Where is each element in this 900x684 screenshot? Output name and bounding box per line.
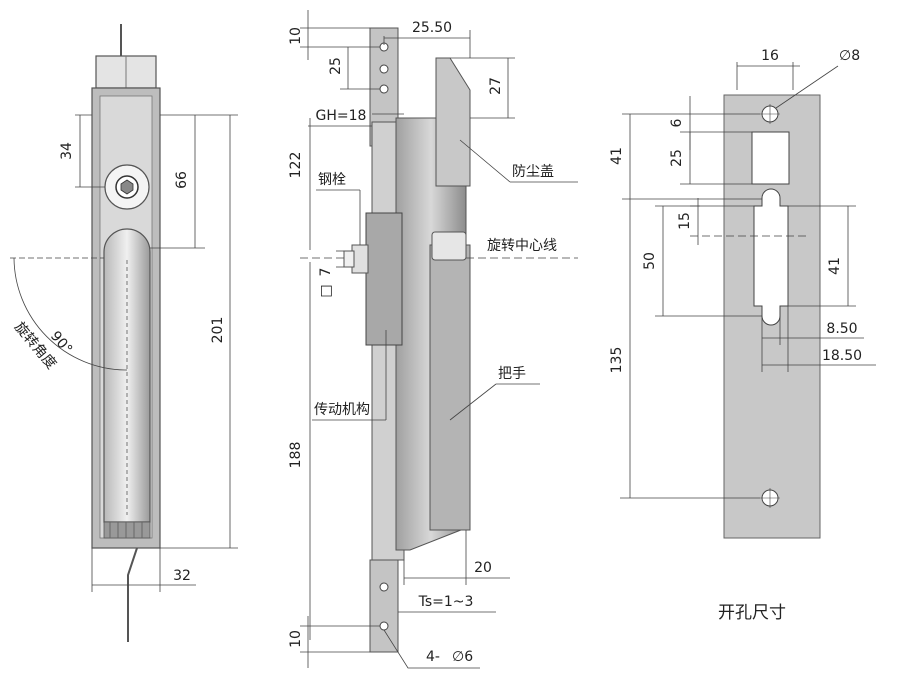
dim-27: 27 — [488, 77, 504, 95]
side-view: 10 25.50 25 27 GH=18 122 7 □ 188 2 — [288, 10, 578, 669]
rotation-angle-label: 旋转角度 — [11, 319, 59, 372]
dim-66: 66 — [174, 171, 190, 189]
dim-gh: GH=18 — [316, 108, 367, 124]
dim-135: 135 — [609, 347, 625, 374]
dim-16: 16 — [761, 48, 779, 64]
front-view: 34 66 201 32 90° 旋转角度 — [10, 24, 238, 642]
dim-122: 122 — [288, 152, 304, 179]
label-handle: 把手 — [498, 366, 526, 382]
transmission-block — [365, 212, 403, 346]
cutout-view: 16 ∅8 6 25 41 15 50 41 — [609, 48, 876, 623]
dim-32: 32 — [173, 568, 191, 584]
handle-shape — [429, 244, 471, 531]
dim-7: 7 — [318, 268, 334, 277]
dim-10-top: 10 — [288, 27, 304, 45]
dim-hole-diameter: ∅6 — [452, 649, 473, 665]
dim-201: 201 — [210, 317, 226, 344]
label-steel-bolt: 钢栓 — [318, 172, 346, 188]
dim-square-symbol: □ — [318, 284, 334, 297]
dim-hole-count: 4- — [426, 649, 440, 665]
label-rotation-center: 旋转中心线 — [487, 238, 557, 254]
label-transmission: 传动机构 — [314, 402, 370, 418]
dim-8-50: 8.50 — [826, 321, 857, 337]
dim-15: 15 — [677, 212, 693, 230]
dim-ts: Ts=1~3 — [418, 594, 474, 610]
dim-diameter-8: ∅8 — [839, 48, 860, 64]
label-dust-cover: 防尘盖 — [512, 164, 554, 180]
dim-25-side: 25 — [328, 57, 344, 75]
dim-25-50: 25.50 — [412, 20, 452, 36]
dim-25-cutout: 25 — [669, 149, 685, 167]
square-cutout — [751, 131, 790, 185]
dim-6: 6 — [669, 118, 685, 127]
dim-18-50: 18.50 — [822, 348, 862, 364]
cutout-caption: 开孔尺寸 — [718, 603, 786, 623]
dim-50: 50 — [642, 252, 658, 270]
dim-41-right: 41 — [827, 257, 843, 275]
dust-cover-shape — [435, 57, 471, 187]
dim-41-left: 41 — [609, 147, 625, 165]
dim-20: 20 — [474, 560, 492, 576]
dim-10-bottom: 10 — [288, 630, 304, 648]
slot-cutout — [753, 188, 789, 326]
dim-188: 188 — [288, 442, 304, 469]
dim-34: 34 — [59, 142, 75, 160]
